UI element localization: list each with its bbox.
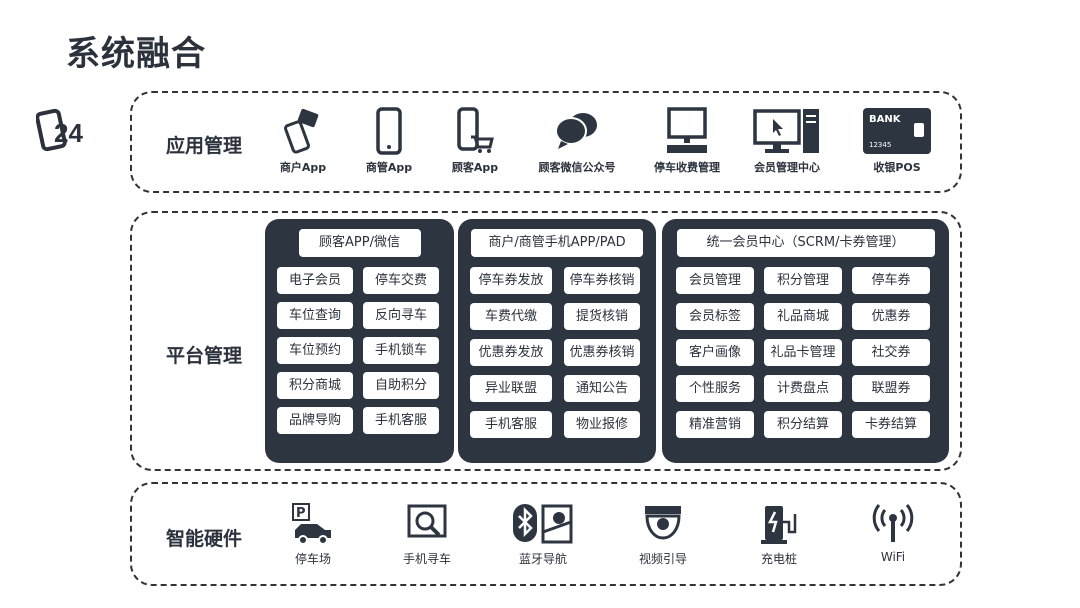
hardware-layer: 智能硬件 P 停车场 手机寻车 蓝牙导航 视频引导 充电桩 WiFi	[130, 482, 962, 586]
layer-label: 智能硬件	[166, 528, 243, 550]
bank-card-icon: BANK 12345	[863, 108, 931, 154]
feature-item: 车位预约	[277, 337, 353, 364]
wifi-icon	[872, 504, 914, 542]
feature-item: 计费盘点	[764, 375, 842, 402]
feature-item: 停车交费	[363, 267, 439, 294]
feature-item: 卡券结算	[852, 411, 930, 438]
feature-item: 社交券	[852, 339, 930, 366]
merchant-phone-icon	[284, 108, 319, 154]
feature-item: 优惠券发放	[470, 339, 552, 366]
page-title: 系统融合	[66, 34, 206, 74]
hw-bluetooth-nav: 蓝牙导航	[498, 502, 588, 567]
feature-item: 电子会员	[277, 267, 353, 294]
feature-item: 优惠券	[852, 303, 930, 330]
app-wechat: 顾客微信公众号	[532, 107, 622, 175]
svg-text:P: P	[296, 506, 306, 521]
feature-item: 会员标签	[676, 303, 754, 330]
app-parking: 停车收费管理	[642, 107, 732, 175]
phone-24-logo-icon: 24	[36, 108, 83, 152]
panel-header: 统一会员中心（SCRM/卡券管理）	[676, 229, 935, 257]
svg-text:12345: 12345	[869, 141, 891, 149]
bluetooth-map-icon	[513, 504, 573, 544]
feature-item: 个性服务	[676, 375, 754, 402]
svg-text:BANK: BANK	[869, 114, 902, 125]
feature-item: 积分商城	[277, 372, 353, 399]
feature-item: 车费代缴	[470, 303, 552, 330]
hw-find-car: 手机寻车	[382, 502, 472, 567]
feature-item: 异业联盟	[470, 375, 552, 402]
parking-car-icon: P	[292, 503, 331, 545]
panel-header: 商户/商管手机APP/PAD	[471, 229, 643, 257]
feature-item: 积分管理	[764, 267, 842, 294]
feature-item: 反向寻车	[363, 302, 439, 329]
phone-search-icon	[407, 504, 447, 538]
feature-item: 积分结算	[764, 411, 842, 438]
phone-cart-icon	[457, 107, 494, 153]
hw-wifi: WiFi	[848, 502, 938, 564]
feature-item: 礼品卡管理	[764, 339, 842, 366]
hw-charger: 充电桩	[734, 502, 824, 567]
feature-item: 停车券发放	[470, 267, 552, 294]
app-member: 会员管理中心	[742, 107, 832, 175]
charging-station-icon	[761, 506, 797, 544]
feature-item: 物业报修	[564, 411, 640, 438]
feature-item: 手机锁车	[363, 337, 439, 364]
panel-merchant-app: 商户/商管手机APP/PAD 停车券发放停车券核销车费代缴提货核销优惠券发放优惠…	[458, 219, 656, 463]
app-customer: 顾客App	[430, 107, 520, 175]
feature-item: 客户画像	[676, 339, 754, 366]
hw-parking: P 停车场	[268, 502, 358, 567]
layer-label: 应用管理	[166, 135, 243, 157]
feature-item: 手机客服	[363, 407, 439, 434]
feature-item: 会员管理	[676, 267, 754, 294]
app-manager: 商管App	[344, 107, 434, 175]
feature-item: 礼品商城	[764, 303, 842, 330]
feature-item: 手机客服	[470, 411, 552, 438]
phone-icon	[376, 107, 402, 155]
feature-item: 车位查询	[277, 302, 353, 329]
feature-item: 提货核销	[564, 303, 640, 330]
app-merchant: 商户App	[258, 107, 348, 175]
chat-bubbles-icon	[555, 113, 597, 149]
desktop-computer-icon	[753, 109, 819, 153]
feature-item: 优惠券核销	[564, 339, 640, 366]
camera-icon	[645, 506, 681, 540]
feature-item: 品牌导购	[277, 407, 353, 434]
app-layer: 应用管理 商户App 商管App 顾客App 顾客微信公众号 停车收费管理 会员…	[130, 91, 962, 193]
platform-layer: 平台管理 顾客APP/微信 电子会员停车交费车位查询反向寻车车位预约手机锁车积分…	[130, 211, 962, 471]
monitor-icon	[667, 107, 707, 153]
svg-text:24: 24	[54, 118, 83, 148]
hw-video: 视频引导	[618, 502, 708, 567]
panel-header: 顾客APP/微信	[298, 229, 421, 257]
feature-item: 停车券	[852, 267, 930, 294]
feature-item: 自助积分	[363, 372, 439, 399]
feature-item: 停车券核销	[564, 267, 640, 294]
panel-customer-app: 顾客APP/微信 电子会员停车交费车位查询反向寻车车位预约手机锁车积分商城自助积…	[265, 219, 454, 463]
panel-member-center: 统一会员中心（SCRM/卡券管理） 会员管理积分管理停车券会员标签礼品商城优惠券…	[662, 219, 949, 463]
feature-item: 联盟券	[852, 375, 930, 402]
feature-item: 通知公告	[564, 375, 640, 402]
feature-item: 精准营销	[676, 411, 754, 438]
layer-label: 平台管理	[166, 345, 243, 367]
